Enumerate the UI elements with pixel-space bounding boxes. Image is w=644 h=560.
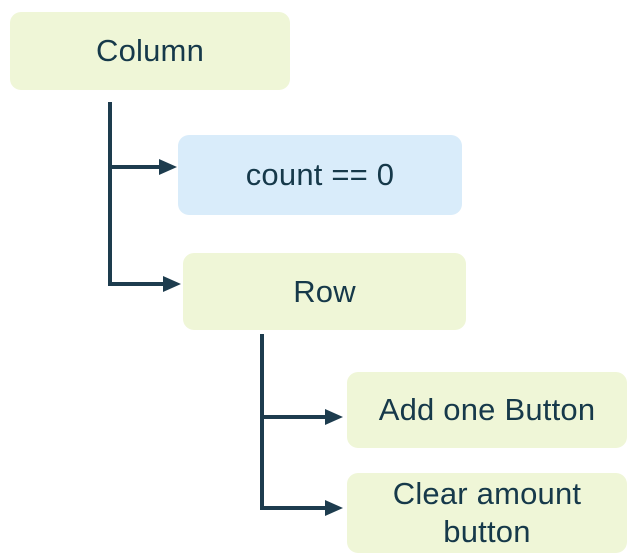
arrowhead-icon (159, 159, 177, 175)
node-count-condition: count == 0 (178, 135, 462, 215)
node-row-label: Row (293, 273, 356, 309)
arrowhead-icon (325, 500, 343, 516)
arrowhead-icon (163, 276, 181, 292)
node-add-one-button-label: Add one Button (378, 392, 596, 427)
node-row: Row (183, 253, 466, 330)
arrowhead-icon (325, 409, 343, 425)
node-clear-amount-button-label: Clear amount button (392, 476, 582, 549)
node-count-condition-label: count == 0 (245, 157, 395, 192)
node-column: Column (10, 12, 290, 90)
node-column-label: Column (95, 33, 205, 68)
node-clear-amount-button: Clear amount button (347, 473, 627, 553)
node-add-one-button: Add one Button (347, 372, 627, 448)
